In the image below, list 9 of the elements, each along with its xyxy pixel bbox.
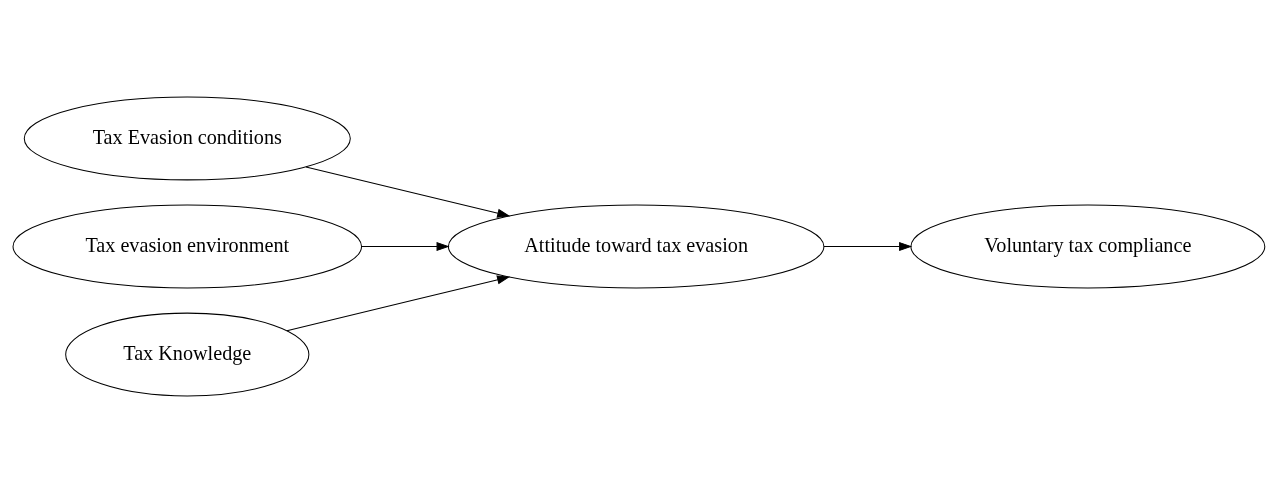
- node-ellipse: Voluntary tax compliance: [910, 204, 1266, 289]
- node-ellipse: Tax Knowledge: [65, 312, 310, 397]
- arrow: [361, 241, 450, 252]
- node-ellipse: Tax evasion environment: [12, 204, 363, 289]
- arrow: [823, 241, 913, 252]
- node-ellipse: Tax Evasion conditions: [23, 96, 351, 181]
- node-ellipse: Attitude toward tax evasion: [447, 204, 825, 289]
- arrow: [305, 166, 511, 218]
- arrow: [286, 275, 511, 332]
